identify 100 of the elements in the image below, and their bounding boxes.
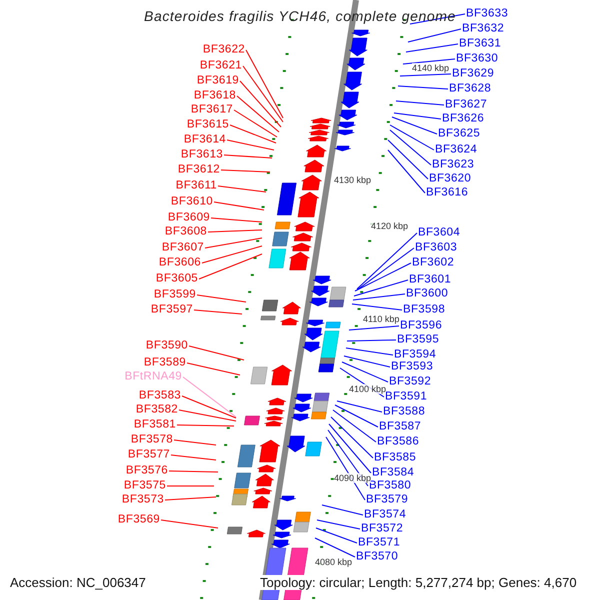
gene-label: BF3604 <box>418 226 460 240</box>
gene-label: BF3609 <box>168 212 210 224</box>
leader-line <box>346 348 394 356</box>
scale-label: 4130 kbp <box>334 175 372 185</box>
leader-line <box>196 294 246 302</box>
gene-label: BF3611 <box>176 180 217 192</box>
leader-line <box>236 96 280 132</box>
gene-label: BF3622 <box>202 44 245 56</box>
gene-label: BF3577 <box>128 448 170 462</box>
gene-label: BF3630 <box>456 52 498 66</box>
leader-line <box>160 520 218 528</box>
gene-label: BF3623 <box>432 158 474 172</box>
gene-label: BF3632 <box>462 22 504 36</box>
gene-label: BF3569 <box>118 514 160 526</box>
leader-line <box>194 310 242 314</box>
gene-label: BF3573 <box>122 494 164 506</box>
leader-line <box>220 170 270 172</box>
gene-label: BF3592 <box>389 376 432 388</box>
leader-line <box>356 248 414 290</box>
gene-label: BF3586 <box>377 436 420 448</box>
gene-label: BF3594 <box>394 348 436 362</box>
leader-line <box>164 496 216 500</box>
gene-label: BF3591 <box>385 390 428 404</box>
leader-line <box>214 202 264 210</box>
leader-line <box>406 44 458 52</box>
scale-label: 4100 kbp <box>349 384 386 394</box>
leader-line <box>342 362 388 382</box>
leader-line <box>174 440 216 446</box>
scale-label: 4140 kbp <box>412 63 450 73</box>
leader-line <box>330 416 374 458</box>
leader-line <box>352 304 402 310</box>
gene-label: BF3585 <box>374 452 416 464</box>
gene-label: BF3596 <box>400 320 442 332</box>
leader-line <box>322 504 364 516</box>
gene-label: BF3581 <box>134 418 176 432</box>
gene-label: BF3608 <box>164 226 207 238</box>
gene-label: BF3575 <box>124 480 166 492</box>
leader-line <box>188 346 244 360</box>
gene-label: BF3620 <box>429 172 472 186</box>
accession-text: Accession: NC_006347 <box>10 575 146 590</box>
leader-line <box>246 50 284 118</box>
leader-line <box>186 362 240 376</box>
gene-label: BF3579 <box>366 494 408 506</box>
leader-line <box>182 376 236 418</box>
leader-line <box>176 424 234 426</box>
gene-label: BF3574 <box>364 508 406 522</box>
leader-line <box>328 424 372 474</box>
gene-label: BF3606 <box>158 256 201 270</box>
leader-line <box>336 400 382 412</box>
leader-line <box>316 528 358 544</box>
leader-line <box>242 66 284 122</box>
leader-line <box>202 246 262 264</box>
scale-label: 4080 kbp <box>315 557 352 567</box>
leader-line <box>356 232 418 290</box>
gene-label: BF3584 <box>372 466 414 480</box>
leader-line <box>240 80 282 128</box>
gene-label: BF3615 <box>186 118 229 132</box>
gene-label: BF3631 <box>459 38 502 50</box>
scale-label: 4110 kbp <box>363 314 400 324</box>
gene-label: BF3633 <box>466 8 508 20</box>
gene-label: BF3571 <box>358 536 400 550</box>
leader-line <box>388 150 426 194</box>
gene-label: BF3597 <box>150 304 193 316</box>
gene-label: BF3626 <box>442 112 484 126</box>
leader-line <box>218 186 266 192</box>
genome-info-text: Topology: circular; Length: 5,277,274 bp; Genes: 4,670 <box>260 575 577 590</box>
leader-line <box>234 110 278 138</box>
gene-label: BF3578 <box>130 434 173 446</box>
leader-line <box>408 28 462 42</box>
leader-line <box>400 74 452 76</box>
gene-label: BF3570 <box>356 550 398 564</box>
gene-label: BF3612 <box>178 164 220 176</box>
title: Bacteroides fragilis YCH46, complete genome <box>144 8 456 24</box>
leader-line <box>178 410 236 422</box>
scale-label: 4090 kbp <box>334 473 372 483</box>
gene-label: BF3624 <box>435 144 478 156</box>
leader-line <box>332 410 376 442</box>
leader-line <box>344 356 390 368</box>
leader-line <box>388 140 428 180</box>
leader-line <box>168 470 218 472</box>
leader-line <box>396 100 444 106</box>
gene-label: BF3583 <box>138 390 181 402</box>
gene-label: BFtRNA49 <box>124 370 182 384</box>
gene-label: BF3607 <box>162 242 204 254</box>
gene-label: BF3603 <box>415 242 458 254</box>
gene-label: BF3582 <box>136 404 178 416</box>
leader-line <box>390 130 432 166</box>
leader-line <box>182 396 236 418</box>
gene-label: BF3629 <box>452 68 494 80</box>
gene-label: BF3617 <box>190 104 233 116</box>
gene-label: BF3601 <box>409 274 452 286</box>
gene-label: BF3625 <box>438 128 480 140</box>
leader-line <box>224 154 272 158</box>
leader-line <box>170 454 216 460</box>
gene-label: BF3628 <box>449 82 492 96</box>
scale-label: 4120 kbp <box>371 221 408 231</box>
leader-line <box>204 238 262 248</box>
leader-line <box>334 404 378 428</box>
gene-label: BF3572 <box>361 522 404 536</box>
gene-label: BF3616 <box>426 186 468 200</box>
